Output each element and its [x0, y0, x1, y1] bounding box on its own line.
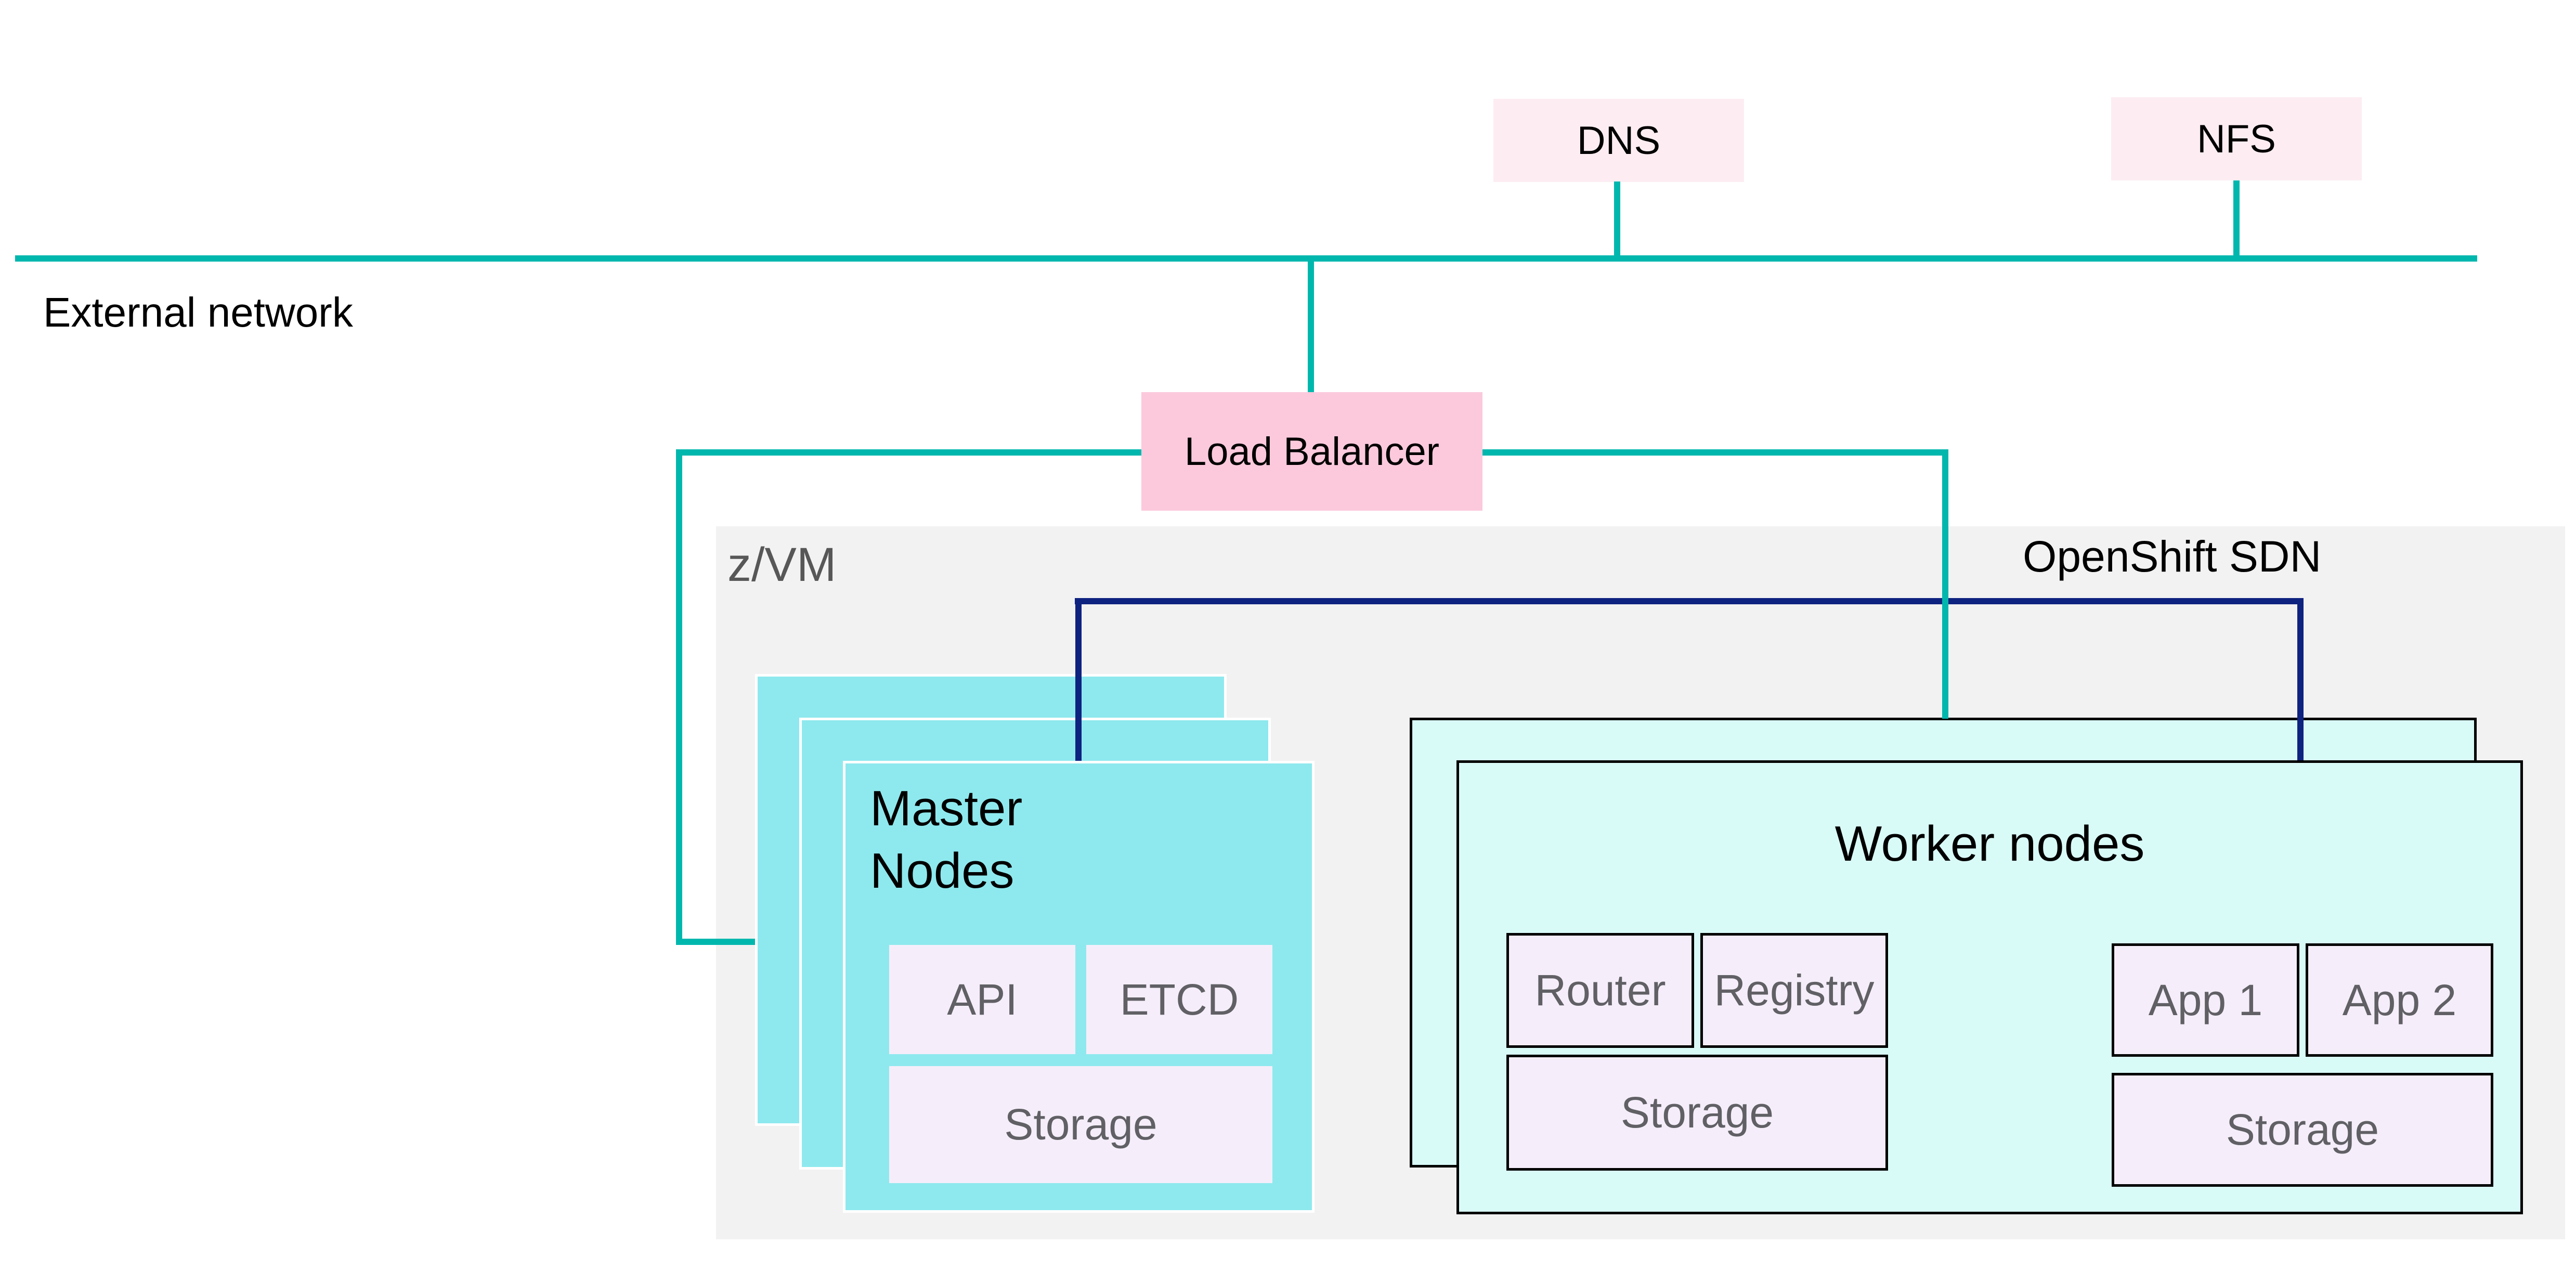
zvm-label: z/VM: [727, 538, 837, 591]
master-nodes-title: Master Nodes: [870, 781, 1023, 899]
app2-box: App 2: [2306, 943, 2493, 1057]
nfs-label: NFS: [2197, 116, 2276, 161]
router-box: Router: [1506, 933, 1694, 1048]
app1-box: App 1: [2112, 943, 2299, 1057]
dns-node: DNS: [1493, 99, 1744, 182]
dns-label: DNS: [1577, 118, 1661, 163]
load-balancer-node: Load Balancer: [1141, 392, 1482, 511]
sdn-horizontal-line: [1075, 598, 2304, 604]
external-network-line: [15, 255, 2477, 262]
worker-storage-left-box: Storage: [1506, 1055, 1888, 1171]
loadbalancer-left-line: [676, 449, 1141, 456]
worker-nodes-title: Worker nodes: [1835, 816, 2145, 872]
registry-label: Registry: [1714, 966, 1875, 1015]
loadbalancer-uplink-line: [1308, 258, 1314, 392]
load-balancer-label: Load Balancer: [1184, 429, 1440, 474]
api-box: API: [889, 945, 1075, 1054]
worker-storage-left-label: Storage: [1620, 1088, 1774, 1137]
etcd-label: ETCD: [1120, 975, 1239, 1024]
openshift-sdn-label: OpenShift SDN: [2023, 532, 2322, 581]
loadbalancer-right-line: [1482, 449, 1948, 456]
nfs-connector-line: [2233, 180, 2240, 258]
nfs-node: NFS: [2111, 97, 2362, 180]
app1-label: App 1: [2148, 975, 2263, 1024]
master-storage-box: Storage: [889, 1066, 1272, 1183]
router-label: Router: [1534, 966, 1666, 1015]
sdn-master-drop-line: [1075, 598, 1082, 761]
worker-storage-right-label: Storage: [2226, 1105, 2379, 1154]
worker-feed-line: [1942, 449, 1948, 719]
master-feed-line: [676, 939, 755, 945]
etcd-box: ETCD: [1086, 945, 1272, 1054]
worker-storage-right-box: Storage: [2112, 1073, 2493, 1187]
sdn-worker-drop-line: [2297, 598, 2304, 760]
loadbalancer-left-drop-line: [676, 449, 682, 945]
app2-label: App 2: [2342, 975, 2457, 1024]
master-storage-label: Storage: [1004, 1100, 1157, 1149]
api-label: API: [947, 975, 1018, 1024]
external-network-label: External network: [43, 289, 353, 335]
registry-box: Registry: [1700, 933, 1888, 1048]
dns-connector-line: [1614, 181, 1620, 258]
